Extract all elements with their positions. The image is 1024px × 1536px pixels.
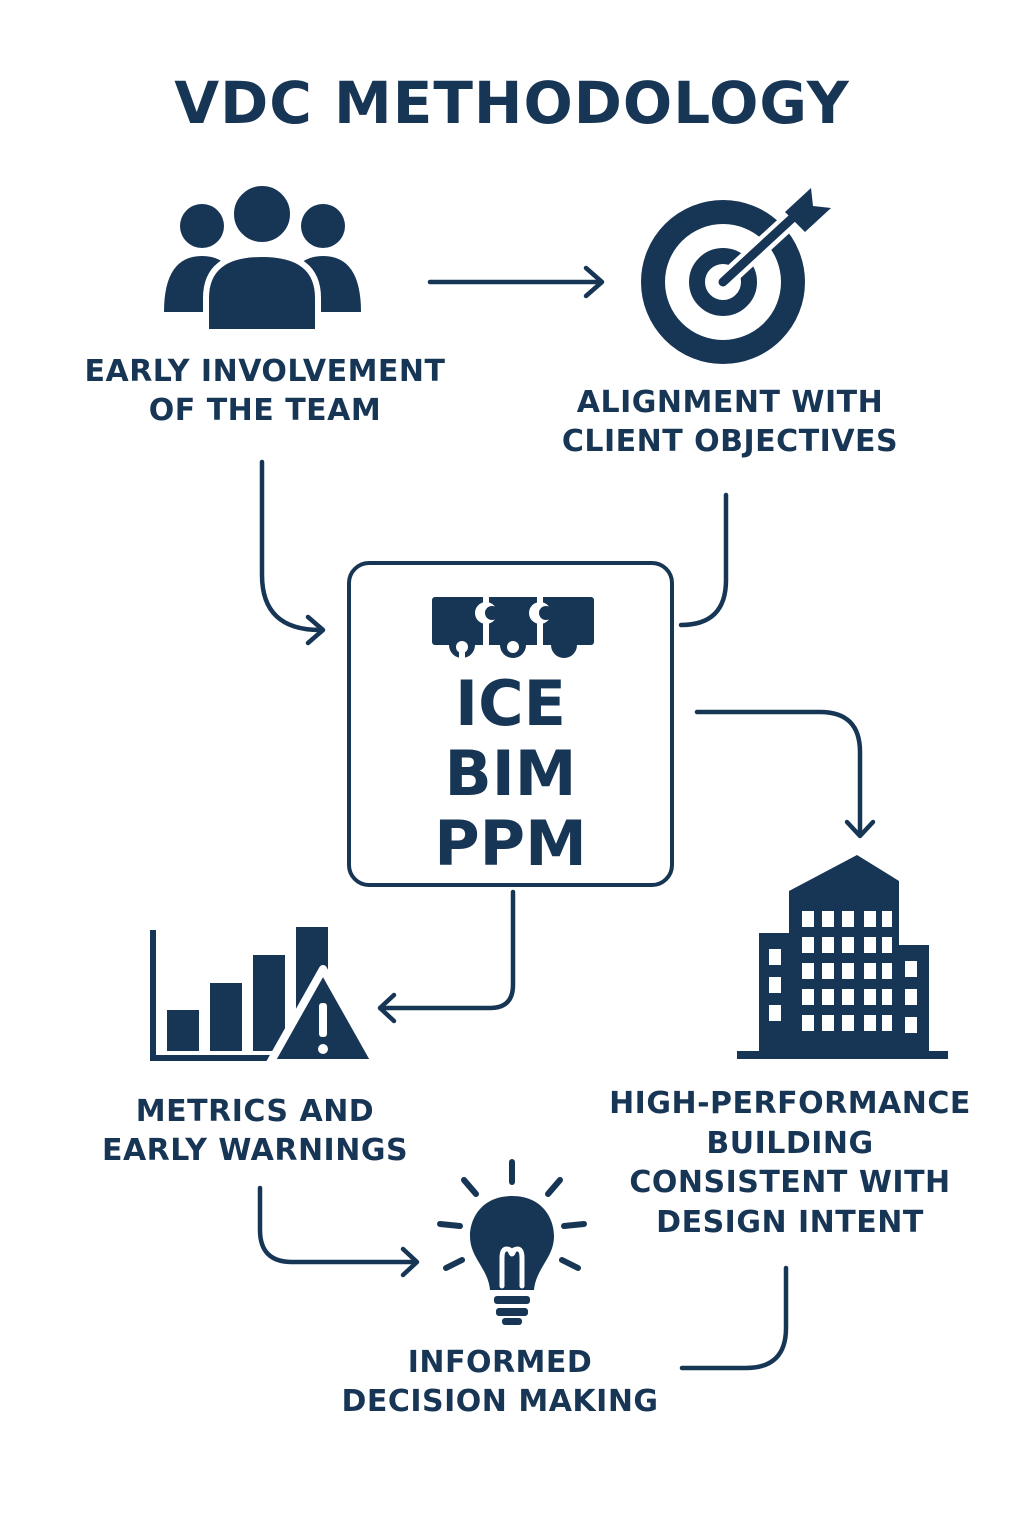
center-text: ICE BIM PPM xyxy=(351,669,670,879)
label-alignment: ALIGNMENT WITH CLIENT OBJECTIVES xyxy=(530,383,930,461)
building-icon xyxy=(737,855,948,1059)
label-line: DECISION MAKING xyxy=(341,1384,659,1419)
label-line: CLIENT OBJECTIVES xyxy=(561,424,899,459)
label-line: ALIGNMENT WITH xyxy=(576,385,884,420)
chart-warning-icon xyxy=(150,927,377,1067)
page-title: VDC METHODOLOGY xyxy=(174,69,850,137)
label-line: OF THE TEAM xyxy=(148,393,382,428)
label-line: EARLY INVOLVEMENT xyxy=(84,354,446,389)
label-line: BUILDING xyxy=(706,1125,874,1161)
arrow-metrics-to-decision xyxy=(257,1185,420,1278)
target-icon xyxy=(641,188,831,364)
label-building: HIGH-PERFORMANCE BUILDING CONSISTENT WIT… xyxy=(590,1084,990,1242)
label-line: HIGH-PERFORMANCE xyxy=(609,1086,971,1121)
arrow-team-to-center xyxy=(259,459,326,646)
label-line: DESIGN INTENT xyxy=(656,1204,924,1240)
center-line-ice: ICE xyxy=(455,667,566,740)
lightbulb-icon xyxy=(437,1159,587,1325)
label-decision: INFORMED DECISION MAKING xyxy=(300,1343,700,1421)
arrow-team-to-alignment xyxy=(427,265,605,299)
center-line-bim: BIM xyxy=(444,737,577,810)
label-line: EARLY WARNINGS xyxy=(101,1133,409,1168)
arrow-alignment-to-center xyxy=(678,492,729,628)
label-metrics: METRICS AND EARLY WARNINGS xyxy=(70,1092,440,1170)
puzzle-icon xyxy=(432,593,594,659)
arrow-center-to-building xyxy=(694,709,876,839)
label-early-involvement: EARLY INVOLVEMENT OF THE TEAM xyxy=(60,352,470,430)
label-line: INFORMED xyxy=(407,1345,593,1380)
label-line: CONSISTENT WITH xyxy=(629,1165,951,1201)
center-line-ppm: PPM xyxy=(434,807,587,880)
team-icon xyxy=(164,180,361,335)
arrow-center-to-metrics xyxy=(377,889,516,1024)
center-box: ICE BIM PPM xyxy=(347,561,674,887)
label-line: METRICS AND xyxy=(135,1094,375,1129)
arrow-building-to-decision xyxy=(679,1265,789,1371)
